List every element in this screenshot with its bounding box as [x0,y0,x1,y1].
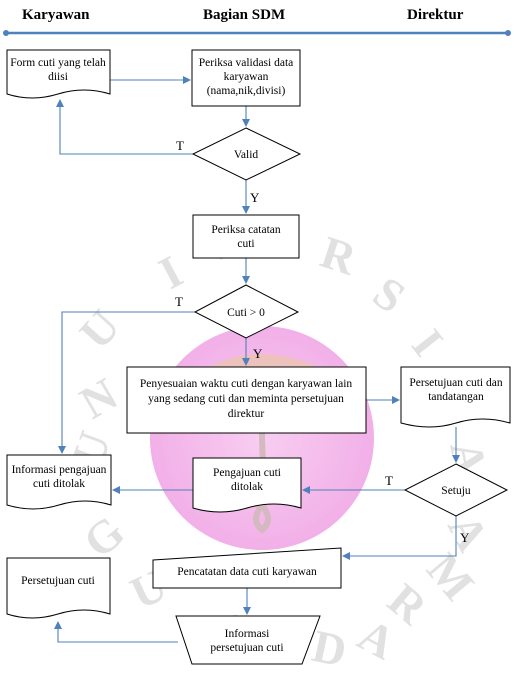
svg-text:R: R [315,226,363,285]
svg-text:S: S [364,266,414,322]
node-periksa-catatan-line-2: cuti [237,238,254,250]
node-periksa-validasi-line-2: karyawan [224,71,269,83]
node-informasi-persetujuan: Informasi persetujuan cuti [175,615,321,665]
node-penyesuaian-line-1: Penyesuaian waktu cuti dengan karyawan l… [140,378,353,390]
node-penyesuaian: Penyesuaian waktu cuti dengan karyawan l… [126,366,367,434]
node-penyesuaian-line-2: yang sedang cuti dan meminta persetujuan [148,393,344,405]
node-form-cuti-line-1: Form cuti yang telah [10,57,106,69]
node-informasi-persetujuan-line-2: persetujuan cuti [210,642,283,654]
edge-cuti-no-to-informasi [58,311,195,454]
node-setuju-decision: Setuju [403,463,509,517]
node-pengajuan-ditolak-line-1: Pengajuan cuti [213,467,281,479]
node-periksa-validasi-line-1: Periksa validasi data [199,57,294,69]
svg-text:I: I [402,320,453,366]
node-persetujuan-cuti: Persetujuan cuti [6,557,111,619]
watermark-logo: U N I V E R S I T A U G U N A D A R M A [61,214,498,677]
node-persetujuan-direktur-line-1: Persetujuan cuti dan [409,377,503,389]
node-periksa-validasi-line-3: (nama,nik,divisi) [207,85,286,97]
node-pengajuan-ditolak-line-2: ditolak [231,481,263,493]
edge-label-cuti-no: T [175,294,183,309]
node-persetujuan-cuti-label: Persetujuan cuti [21,575,95,587]
node-pencatatan: Pencatatan data cuti karyawan [152,547,342,589]
node-periksa-catatan: Periksa catatan cuti [192,214,300,259]
svg-text:N: N [72,368,126,429]
node-informasi-ditolak-line-2: cuti ditolak [33,478,85,490]
node-persetujuan-direktur: Persetujuan cuti dan tandatangan [400,366,511,428]
node-pencatatan-label: Pencatatan data cuti karyawan [177,566,317,578]
edge-label-cuti-yes: Y [253,346,263,361]
node-persetujuan-direktur-line-2: tandatangan [428,391,484,403]
edge-valid-no-to-form [56,99,193,155]
edge-label-valid-no: T [176,138,184,153]
edge-label-setuju-yes: Y [460,530,470,545]
node-cuti-decision: Cuti > 0 [193,284,300,339]
node-cuti-label: Cuti > 0 [227,307,265,319]
connectors [54,76,460,643]
node-penyesuaian-line-3: direktur [228,408,265,420]
node-pengajuan-ditolak: Pengajuan cuti ditolak [192,457,302,513]
edge-label-setuju-no: T [385,473,393,488]
node-periksa-validasi: Periksa validasi data karyawan (nama,nik… [191,49,301,107]
node-valid-label: Valid [234,149,259,161]
svg-text:I: I [151,245,191,298]
node-form-cuti-line-2: diisi [48,71,68,83]
node-setuju-label: Setuju [441,485,471,497]
edge-setuju-yes-to-pencatatan [342,516,457,560]
edge-label-valid-yes: Y [250,190,260,205]
node-informasi-ditolak: Informasi pengajuan cuti ditolak [6,454,112,510]
node-form-cuti: Form cuti yang telah diisi [6,49,111,99]
node-informasi-ditolak-line-1: Informasi pengajuan [12,464,107,476]
edge-informasi-to-persetujuan-cuti [54,621,178,643]
lane-label-bagian-sdm: Bagian SDM [203,7,285,23]
lane-header: Karyawan Bagian SDM Direktur [3,7,511,36]
svg-text:U: U [70,300,130,359]
node-valid-decision: Valid [191,127,302,181]
lane-label-direktur: Direktur [407,7,464,23]
node-periksa-catatan-line-1: Periksa catatan [211,224,281,236]
node-informasi-persetujuan-line-1: Informasi [225,628,270,640]
lane-label-karyawan: Karyawan [22,7,90,23]
